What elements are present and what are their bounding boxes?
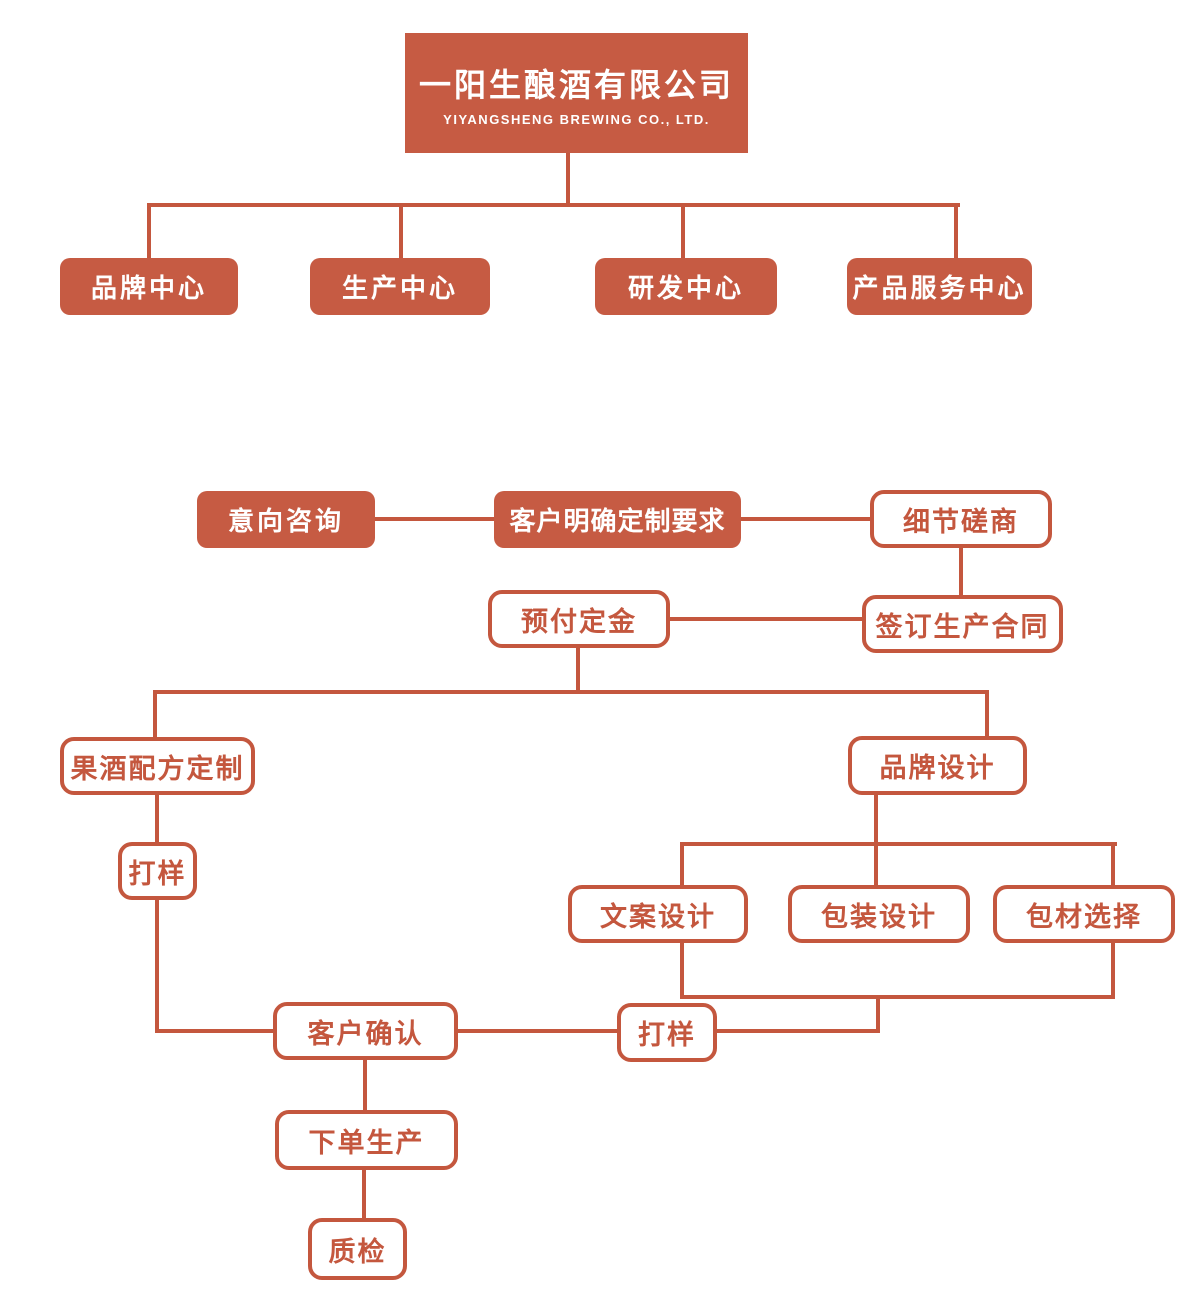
connector-order-to-qc bbox=[362, 1170, 366, 1218]
connector-deposit-to-contract bbox=[670, 617, 862, 621]
node-copy-design: 文案设计 bbox=[568, 885, 748, 943]
node-intent-consult: 意向咨询 bbox=[197, 491, 375, 548]
connector-material-select-down bbox=[1111, 943, 1115, 999]
node-brand-center: 品牌中心 bbox=[60, 258, 238, 315]
connector-drop-brand-design bbox=[985, 690, 989, 736]
node-brand-design: 品牌设计 bbox=[848, 736, 1027, 795]
connector-sample-design-right bbox=[717, 1029, 880, 1033]
connector-design-top-bus bbox=[680, 842, 1117, 846]
connector-intent-to-requirements bbox=[375, 517, 494, 521]
node-package-design: 包装设计 bbox=[788, 885, 970, 943]
connector-sample-recipe-to-confirm bbox=[155, 1029, 273, 1033]
connector-drop-service-center bbox=[954, 203, 958, 258]
connector-recipe-to-sample bbox=[155, 795, 159, 842]
connector-drop-rnd-center bbox=[681, 203, 685, 258]
connector-drop-copy-design bbox=[680, 842, 684, 885]
connector-copy-design-down bbox=[680, 943, 684, 999]
node-customer-requirements: 客户明确定制要求 bbox=[494, 491, 741, 548]
node-material-select: 包材选择 bbox=[993, 885, 1175, 943]
connector-brand-design-stem bbox=[874, 795, 878, 842]
company-root-node: 一阳生酿酒有限公司 YIYANGSHENG BREWING CO., LTD. bbox=[405, 33, 748, 153]
connector-design-bus-to-sample bbox=[876, 995, 880, 1033]
node-sample-recipe: 打样 bbox=[118, 842, 197, 900]
node-sign-contract: 签订生产合同 bbox=[862, 595, 1063, 653]
connector-confirm-to-order bbox=[363, 1060, 367, 1110]
node-detail-negotiation: 细节磋商 bbox=[870, 490, 1052, 548]
connector-drop-material-select bbox=[1111, 842, 1115, 885]
node-deposit: 预付定金 bbox=[488, 590, 670, 648]
connector-split-bus bbox=[153, 690, 989, 694]
node-product-service-center: 产品服务中心 bbox=[847, 258, 1032, 315]
node-fruit-wine-recipe: 果酒配方定制 bbox=[60, 737, 255, 795]
connector-negotiation-to-contract bbox=[959, 548, 963, 595]
node-rnd-center: 研发中心 bbox=[595, 258, 777, 315]
node-sample-design: 打样 bbox=[617, 1003, 717, 1062]
connector-sample-recipe-down bbox=[155, 900, 159, 1033]
connector-drop-production-center bbox=[399, 203, 403, 258]
node-place-order: 下单生产 bbox=[275, 1110, 458, 1170]
node-quality-check: 质检 bbox=[308, 1218, 407, 1280]
node-customer-confirm: 客户确认 bbox=[273, 1002, 458, 1060]
node-production-center: 生产中心 bbox=[310, 258, 490, 315]
connector-deposit-stem bbox=[576, 648, 580, 694]
connector-drop-package-design bbox=[874, 842, 878, 885]
company-title: 一阳生酿酒有限公司 bbox=[418, 66, 734, 103]
connector-drop-recipe bbox=[153, 690, 157, 737]
company-subtitle: YIYANGSHENG BREWING CO., LTD. bbox=[443, 111, 710, 127]
connector-company-stem bbox=[566, 153, 570, 207]
connector-design-bottom-bus bbox=[680, 995, 1115, 999]
connector-departments-bus bbox=[147, 203, 960, 207]
connector-drop-brand-center bbox=[147, 203, 151, 258]
connector-confirm-to-sample-design bbox=[458, 1029, 617, 1033]
connector-requirements-to-negotiation bbox=[741, 517, 870, 521]
